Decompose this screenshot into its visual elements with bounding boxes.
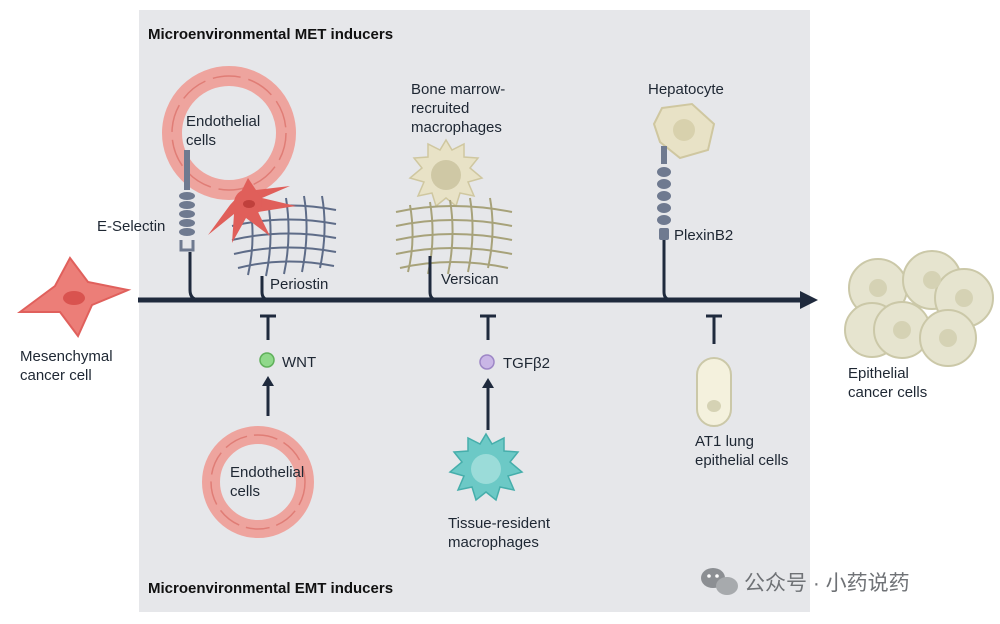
tgfb2-inhibition-bar [480, 314, 496, 340]
at1-lung-cell-icon [696, 357, 732, 427]
tgfb2-label: TGFβ2 [503, 355, 550, 372]
wnt-arrow [262, 376, 274, 416]
endothelial-ring-top-icon [162, 66, 296, 200]
watermark-text: 公众号 · 小药说药 [744, 572, 910, 595]
plexinb2-label: PlexinB2 [674, 227, 734, 244]
endothelial-ring-bottom-icon [202, 426, 314, 538]
plexinb2-receptor-icon [657, 146, 673, 302]
tgfb2-arrow [482, 378, 494, 430]
versican-mesh-icon [395, 197, 513, 275]
periostin-label: Periostin [270, 276, 329, 293]
wnt-signal-dot [259, 352, 275, 368]
epithelial-cancer-cells-icon [844, 250, 994, 367]
bone-marrow-macrophage-icon [408, 138, 484, 208]
hepatocyte-label: Hepatocyte [648, 81, 724, 98]
e-selectin-label: E-Selectin [97, 218, 166, 235]
hepatocyte-icon [652, 102, 716, 160]
wnt-inhibition-bar [260, 314, 276, 340]
mesenchymal-cancer-cell-icon [16, 256, 132, 338]
tgfb2-signal-dot [479, 354, 495, 370]
wechat-icon [701, 568, 738, 595]
main-axis-arrow [138, 291, 818, 309]
wnt-label: WNT [282, 354, 317, 371]
circulating-cancer-cell-icon [208, 178, 296, 243]
tissue-resident-macrophage-icon [448, 432, 524, 502]
versican-connector [428, 256, 439, 302]
periostin-connector [260, 276, 271, 302]
emt-heading: Microenvironmental EMT inducers [148, 580, 394, 597]
e-selectin-receptor-icon [179, 150, 201, 302]
met-heading: Microenvironmental MET inducers [148, 26, 394, 43]
versican-label: Versican [441, 271, 499, 288]
at1-inhibition-bar [706, 314, 722, 344]
